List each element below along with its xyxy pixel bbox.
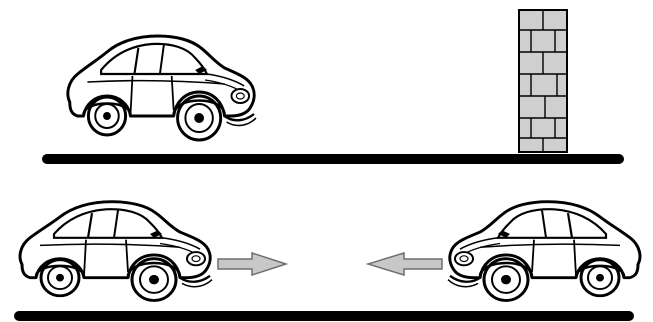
bottom-panel	[14, 202, 640, 321]
left-arrow-icon	[368, 253, 442, 275]
brick-wall-icon	[519, 10, 567, 152]
car-icon	[448, 202, 640, 301]
car-icon	[20, 202, 212, 301]
car-icon	[68, 36, 256, 140]
top-panel	[42, 10, 624, 164]
ground-line-top	[42, 154, 624, 164]
ground-line-bottom	[14, 311, 634, 321]
right-arrow-icon	[218, 253, 286, 275]
